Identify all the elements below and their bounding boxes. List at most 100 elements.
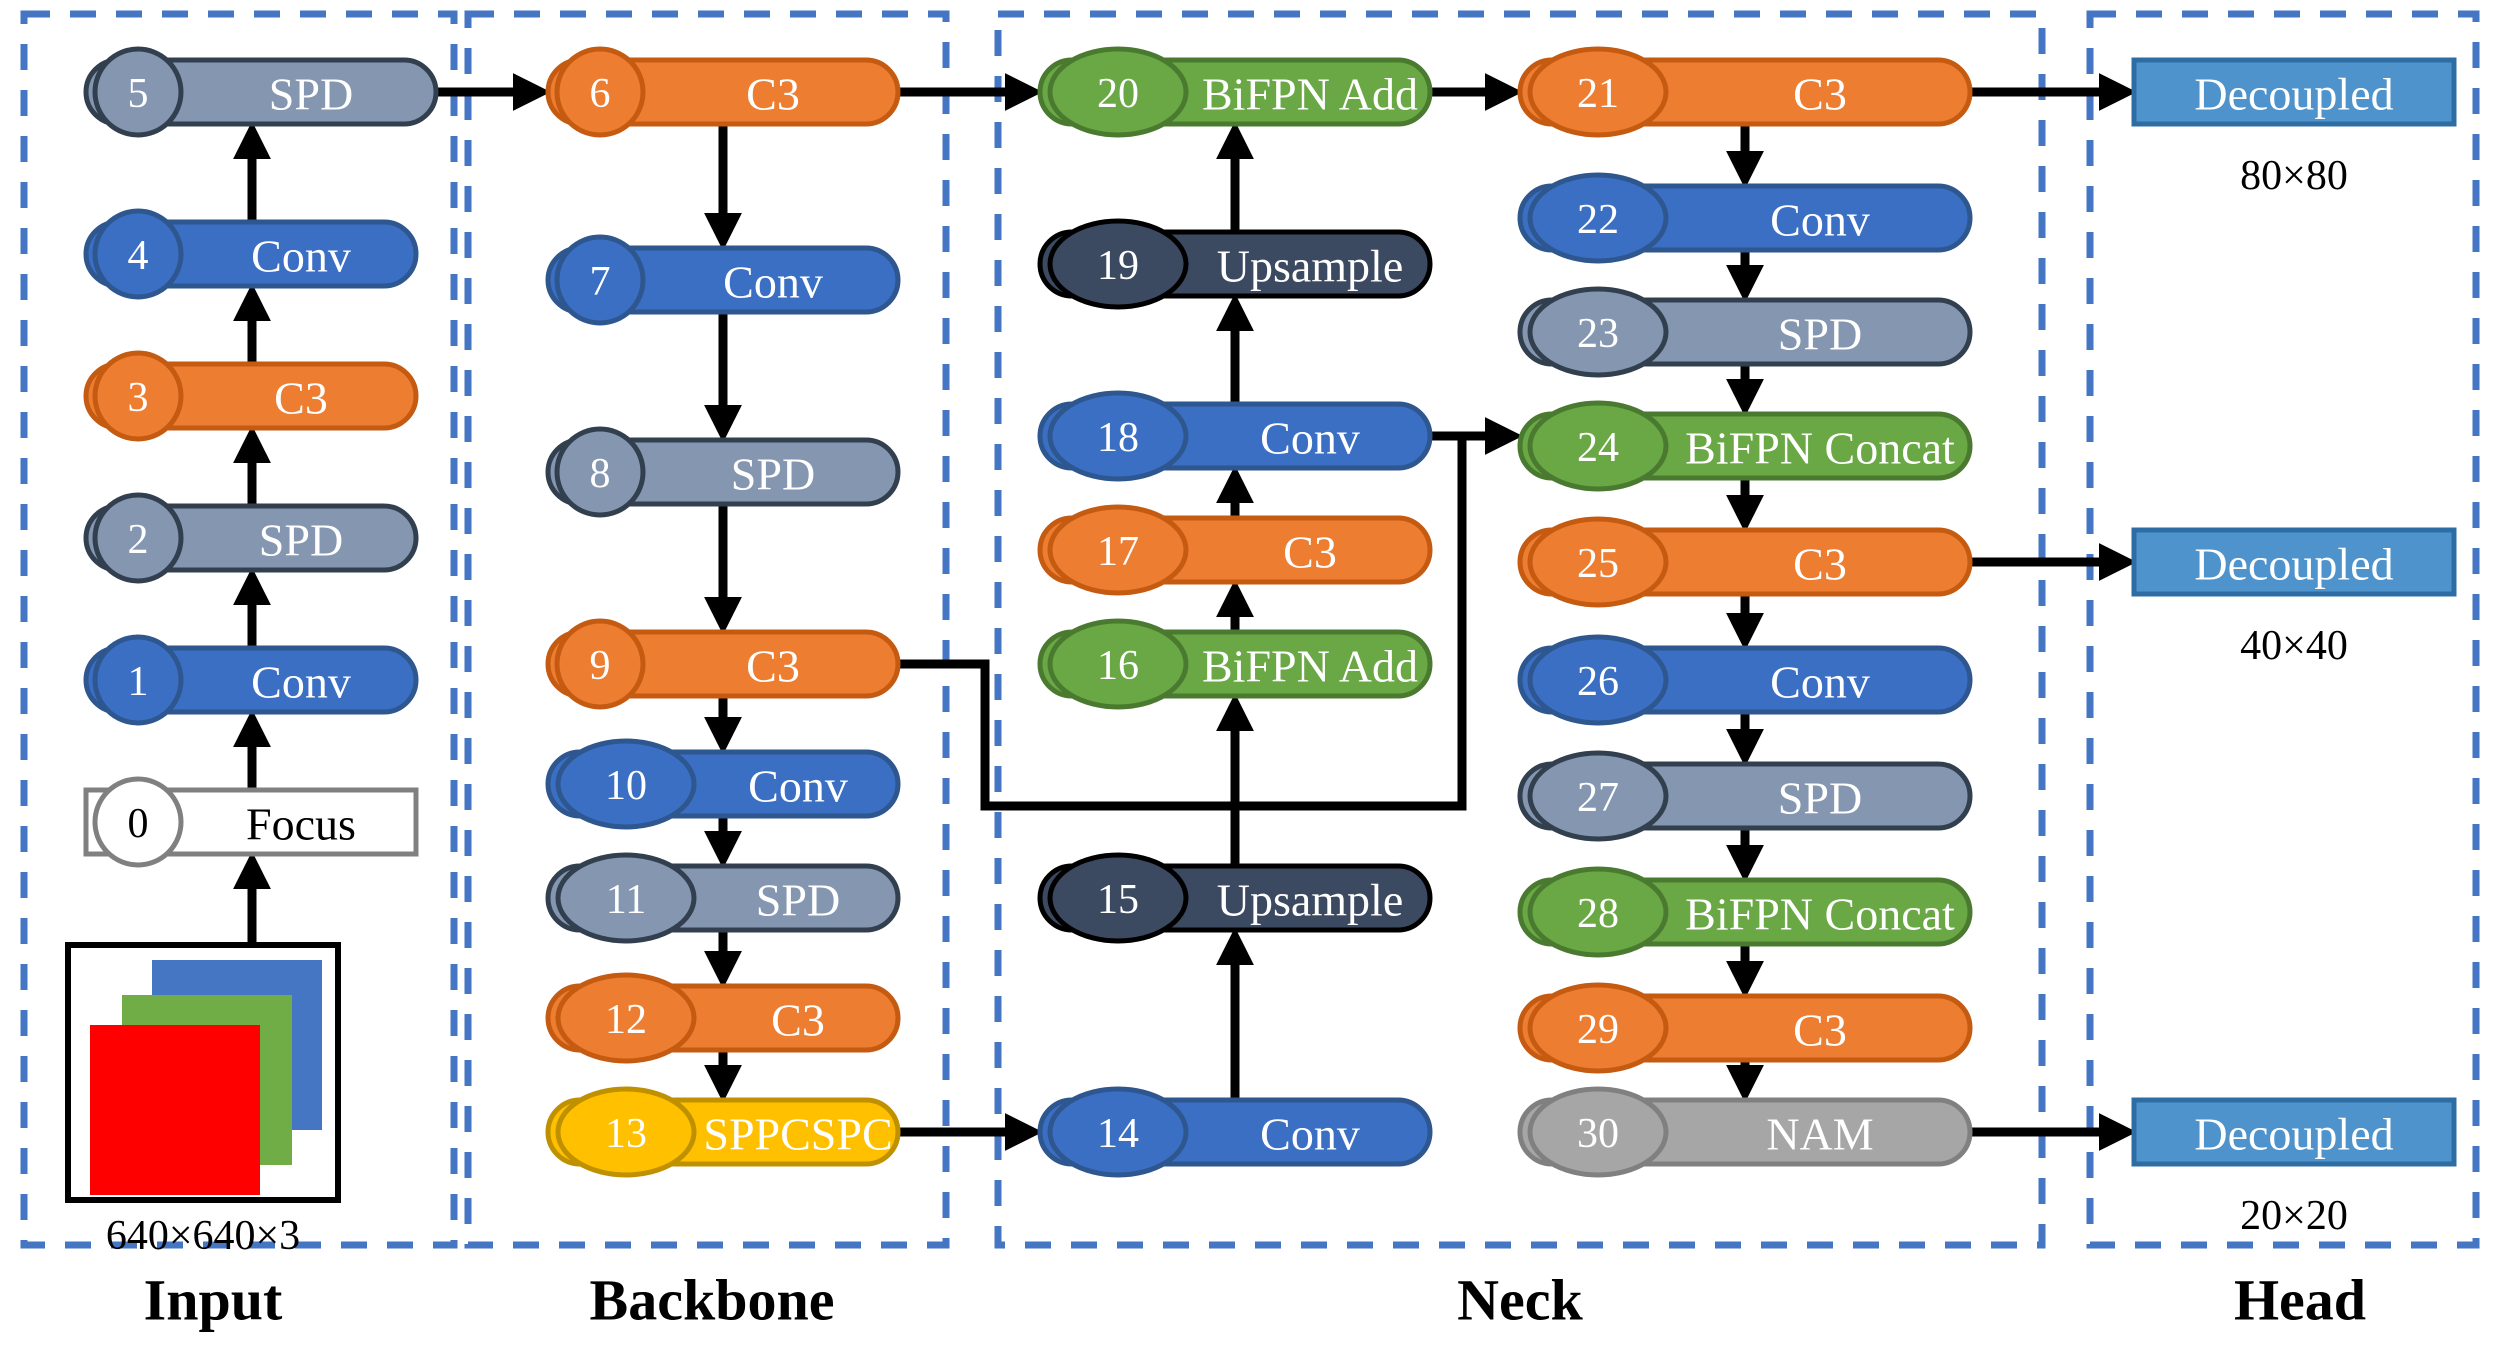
node-label-text: C3 bbox=[1283, 527, 1337, 578]
node-index-text: 15 bbox=[1097, 877, 1139, 923]
node-index-text: 6 bbox=[590, 71, 611, 117]
node-index-badge bbox=[92, 46, 184, 138]
node-label-text: Focus bbox=[246, 799, 356, 850]
node-index-badge bbox=[1527, 866, 1669, 958]
node-index-text: 2 bbox=[128, 517, 149, 563]
node-label-text: Conv bbox=[1260, 413, 1360, 464]
node-index-text: 5 bbox=[128, 71, 149, 117]
node-label-text: Conv bbox=[723, 257, 823, 308]
node-15-upsample[interactable]: 15 Upsample bbox=[1037, 852, 1433, 944]
section-box-neck bbox=[994, 10, 2046, 1249]
node-label-text: BiFPN Concat bbox=[1685, 423, 1955, 474]
section-dashed-border-neck bbox=[994, 10, 2046, 1249]
node-index-badge bbox=[1527, 400, 1669, 492]
section-box-backbone bbox=[464, 10, 950, 1249]
node-index-badge bbox=[555, 852, 697, 944]
node-label-text: Conv bbox=[1770, 195, 1870, 246]
node-index-badge bbox=[1527, 634, 1669, 726]
node-index-text: 9 bbox=[590, 643, 611, 689]
node-4-conv[interactable]: 4 Conv bbox=[83, 208, 419, 300]
node-label-text: SPD bbox=[731, 449, 815, 500]
node-index-badge bbox=[1047, 852, 1189, 944]
decoupled-head-label: Decoupled bbox=[2194, 1109, 2393, 1160]
node-index-badge bbox=[92, 208, 184, 300]
node-index-text: 13 bbox=[605, 1111, 647, 1157]
node-label-text: BiFPN Add bbox=[1202, 69, 1418, 120]
connection-edges bbox=[233, 73, 2137, 1151]
node-index-text: 16 bbox=[1097, 643, 1139, 689]
decoupled-head-label: Decoupled bbox=[2194, 69, 2393, 120]
node-index-badge bbox=[92, 776, 184, 868]
section-label-head: Head bbox=[2234, 1268, 2366, 1333]
decoupled-head-body bbox=[2131, 57, 2457, 127]
node-label-text: BiFPN Add bbox=[1202, 641, 1418, 692]
node-index-text: 29 bbox=[1577, 1007, 1619, 1053]
section-boundaries bbox=[20, 10, 2480, 1249]
decoupled-head-body bbox=[2131, 527, 2457, 597]
node-index-text: 26 bbox=[1577, 659, 1619, 705]
node-index-badge bbox=[1527, 172, 1669, 264]
node-index-badge bbox=[1047, 1086, 1189, 1178]
node-index-badge bbox=[92, 634, 184, 726]
node-index-badge bbox=[1527, 1086, 1669, 1178]
decoupled-head-body bbox=[2131, 1097, 2457, 1167]
node-index-badge bbox=[1527, 46, 1669, 138]
node-index-text: 4 bbox=[128, 233, 149, 279]
node-24-bifpn-concat[interactable]: 24 BiFPN Concat bbox=[1517, 400, 1973, 492]
node-index-badge bbox=[1527, 982, 1669, 1074]
node-index-badge bbox=[1527, 516, 1669, 608]
node-label-text: Upsample bbox=[1217, 875, 1404, 926]
node-index-badge bbox=[554, 618, 646, 710]
node-16-bifpn-add[interactable]: 16 BiFPN Add bbox=[1037, 618, 1433, 710]
node-17-c3[interactable]: 17 C3 bbox=[1037, 504, 1433, 596]
node-index-text: 17 bbox=[1097, 529, 1139, 575]
node-index-text: 11 bbox=[606, 877, 646, 923]
node-index-badge bbox=[1047, 218, 1189, 310]
node-index-text: 8 bbox=[590, 451, 611, 497]
node-index-text: 24 bbox=[1577, 425, 1619, 471]
input-red-channel bbox=[90, 1025, 260, 1195]
node-index-text: 27 bbox=[1577, 775, 1619, 821]
node-index-text: 21 bbox=[1577, 71, 1619, 117]
decoupled-head-dimension: 40×40 bbox=[2240, 623, 2348, 669]
node-index-badge bbox=[1527, 286, 1669, 378]
node-index-badge bbox=[1527, 750, 1669, 842]
node-index-text: 12 bbox=[605, 997, 647, 1043]
input-image-block: 640×640×3 bbox=[65, 942, 341, 1259]
node-index-text: 19 bbox=[1097, 243, 1139, 289]
node-8-spd[interactable]: 8 SPD bbox=[545, 426, 901, 518]
node-label-text: Conv bbox=[251, 657, 351, 708]
node-index-text: 10 bbox=[605, 763, 647, 809]
node-label-text: BiFPN Concat bbox=[1685, 889, 1955, 940]
node-index-text: 25 bbox=[1577, 541, 1619, 587]
node-label-text: Conv bbox=[251, 231, 351, 282]
